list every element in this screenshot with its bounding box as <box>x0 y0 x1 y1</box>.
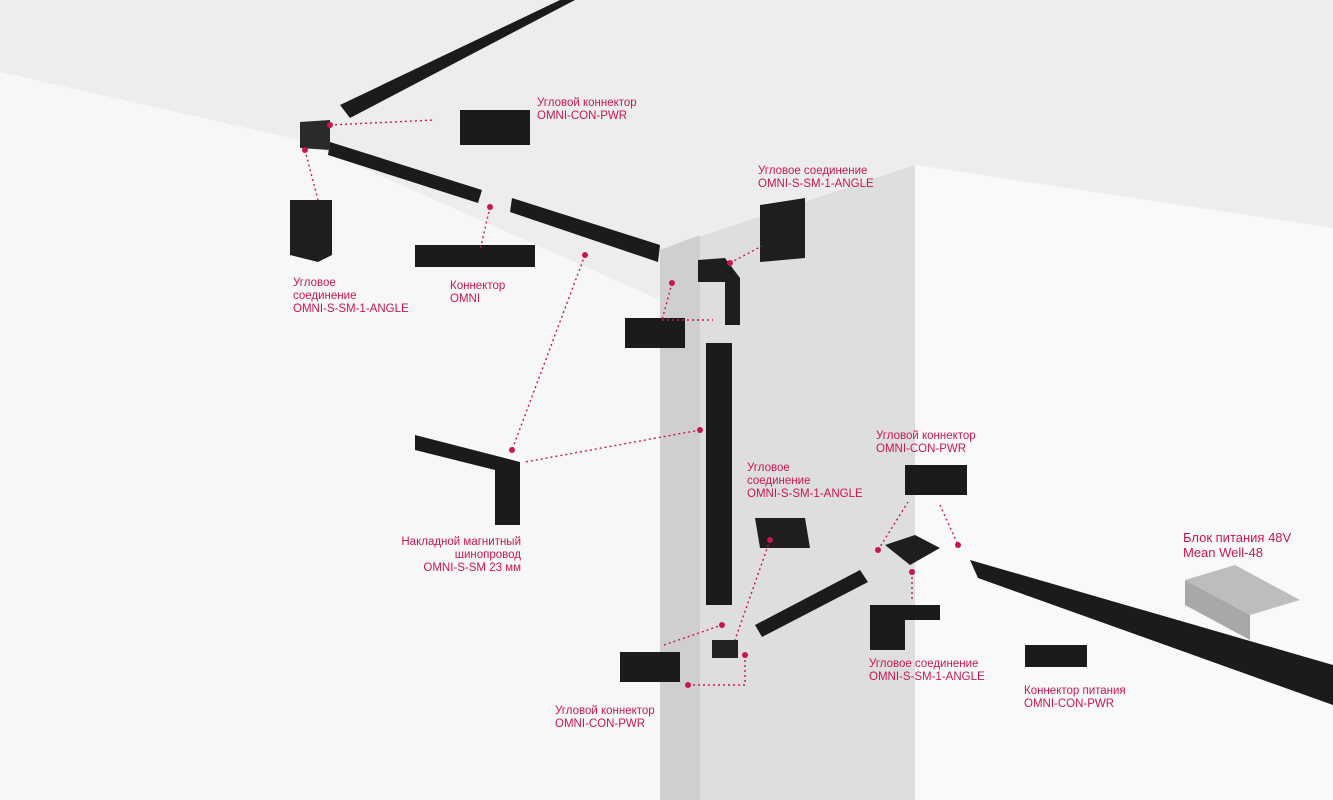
label-upper-corner-joint: Угловое соединение OMNI-S-SM-1-ANGLE <box>758 165 874 191</box>
label-line: OMNI <box>450 293 481 305</box>
label-line: OMNI-CON-PWR <box>537 110 628 122</box>
power-supply-front <box>1185 580 1250 640</box>
label-line: Mean Well-48 <box>1183 545 1263 560</box>
label-line: соединение <box>293 290 357 302</box>
floor-corner-block <box>885 535 940 565</box>
label-line: соединение <box>747 475 811 487</box>
label-line: Коннектор питания <box>1024 685 1126 697</box>
label-surface-busbar: Накладной магнитный шинопровод OMNI-S-SM… <box>383 536 521 575</box>
label-line: Угловое соединение <box>869 658 979 670</box>
label-line: OMNI-S-SM-1-ANGLE <box>747 488 863 500</box>
label-line: Коннектор <box>450 280 506 292</box>
ceiling-corner-connector-part <box>460 110 530 145</box>
mid-corner-connector-part <box>625 318 685 348</box>
label-line: OMNI-CON-PWR <box>1024 698 1115 710</box>
label-line: OMNI-S-SM-1-ANGLE <box>758 178 874 190</box>
label-line: OMNI-CON-PWR <box>876 443 967 455</box>
wall-corner-block <box>760 198 805 262</box>
label-line: Угловой коннектор <box>876 430 976 442</box>
label-ceiling-corner-connector: Угловой коннектор OMNI-CON-PWR <box>537 97 637 123</box>
label-line: OMNI-CON-PWR <box>555 718 646 730</box>
label-line: Угловое соединение <box>758 165 868 177</box>
floor-corner-joint <box>870 605 940 650</box>
power-supply-unit <box>1185 565 1300 615</box>
bottom-corner-connector-part <box>620 652 680 682</box>
label-line: шинопровод <box>454 549 521 561</box>
label-middle-corner-joint: Угловое соединение OMNI-S-SM-1-ANGLE <box>747 462 863 501</box>
ceiling-corner-joint-right <box>698 258 740 325</box>
floor-track-left <box>755 570 868 637</box>
label-line: OMNI-S-SM-1-ANGLE <box>869 671 985 683</box>
label-power-connector: Коннектор питания OMNI-CON-PWR <box>1024 685 1126 711</box>
left-corner-joint <box>290 200 332 262</box>
label-left-corner-joint: Угловое соединение OMNI-S-SM-1-ANGLE <box>293 277 409 316</box>
label-line: Угловое <box>293 277 336 289</box>
label-omni-connector: Коннектор OMNI <box>450 280 505 306</box>
label-line: Накладной магнитный <box>401 536 521 548</box>
label-floor-corner-joint: Угловое соединение OMNI-S-SM-1-ANGLE <box>869 658 985 684</box>
busbar-section-part <box>415 435 520 525</box>
label-psu: Блок питания 48V Mean Well-48 <box>1183 530 1291 560</box>
omni-connector-part <box>415 245 535 267</box>
power-connector-part <box>1025 645 1087 667</box>
label-right-corner-connector: Угловой коннектор OMNI-CON-PWR <box>876 430 976 456</box>
leader-dots <box>302 122 961 688</box>
label-line: OMNI-S-SM 23 мм <box>423 562 521 574</box>
leader-lines <box>304 119 959 686</box>
ceiling-track-back <box>340 0 575 118</box>
label-line: Угловой коннектор <box>537 97 637 109</box>
middle-corner-block <box>755 518 810 548</box>
floor-track-right <box>970 560 1333 705</box>
ceiling-track-left <box>328 142 482 203</box>
label-bottom-corner-connector: Угловой коннектор OMNI-CON-PWR <box>555 705 655 731</box>
label-line: Угловое <box>747 462 790 474</box>
ceiling-track-mid <box>510 198 660 262</box>
label-line: Угловой коннектор <box>555 705 655 717</box>
bottom-corner-block <box>712 640 738 658</box>
vertical-track <box>706 343 732 605</box>
right-corner-connector-part <box>905 465 967 495</box>
label-line: Блок питания 48V <box>1183 530 1292 545</box>
label-line: OMNI-S-SM-1-ANGLE <box>293 303 409 315</box>
ceiling-corner-piece <box>300 120 330 150</box>
